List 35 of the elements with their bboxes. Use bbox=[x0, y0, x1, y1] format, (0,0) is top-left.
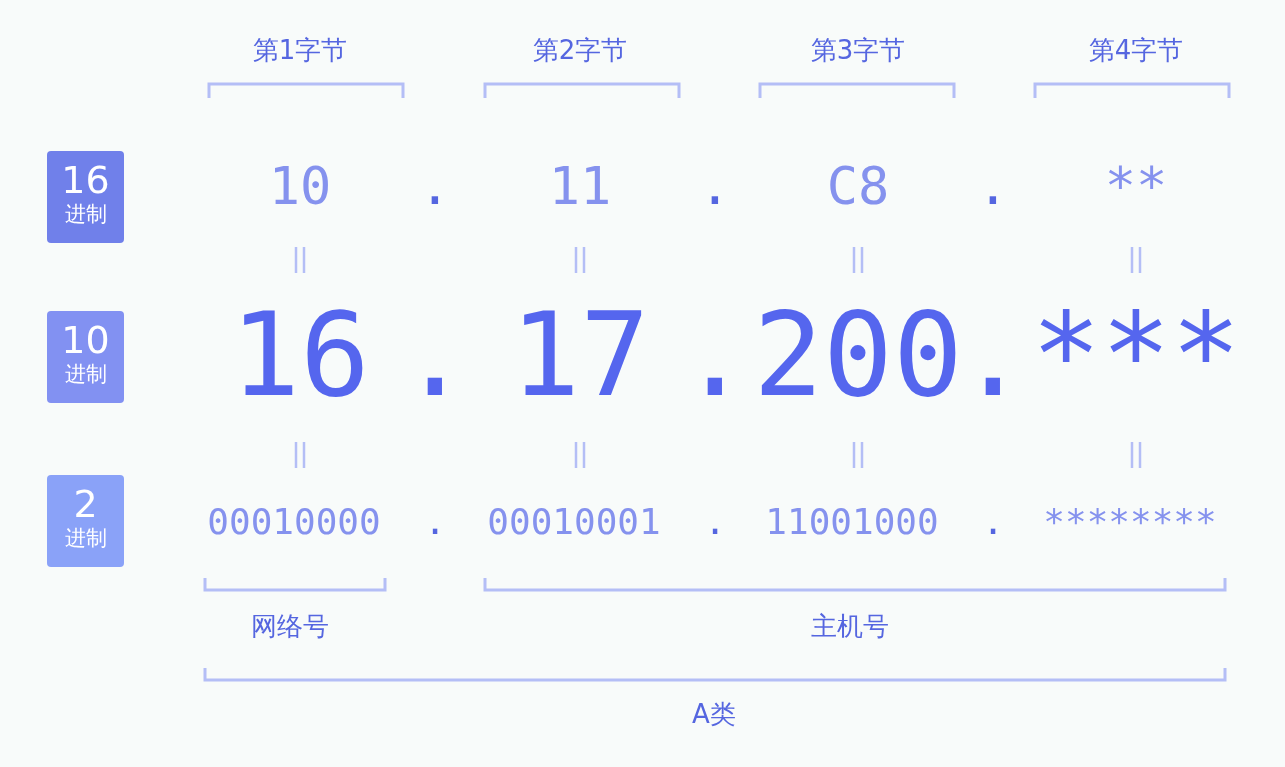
separator-dot: . bbox=[419, 160, 451, 212]
column-header: 第2字节 bbox=[532, 37, 628, 63]
badge-number: 16 bbox=[60, 161, 111, 199]
base-badge bbox=[47, 151, 124, 243]
bracket-label: 网络号 bbox=[251, 613, 329, 639]
badge-caption: 进制 bbox=[63, 364, 108, 385]
bracket-label: A类 bbox=[692, 701, 736, 727]
hex-value: 11 bbox=[548, 160, 612, 212]
decimal-value: *** bbox=[1031, 297, 1241, 413]
badge-caption: 进制 bbox=[63, 528, 108, 549]
hex-value: 10 bbox=[268, 160, 332, 212]
column-header: 第4字节 bbox=[1088, 37, 1184, 63]
badge-number: 10 bbox=[60, 321, 111, 359]
base-badge bbox=[47, 475, 124, 567]
separator-dot: . bbox=[424, 504, 446, 540]
binary-value: ******** bbox=[1043, 504, 1217, 540]
badge-caption: 进制 bbox=[63, 204, 108, 225]
separator-dot: . bbox=[699, 160, 731, 212]
base-badge bbox=[47, 311, 124, 403]
binary-value: 11001000 bbox=[765, 504, 939, 540]
binary-value: 00010000 bbox=[207, 504, 381, 540]
hex-value: C8 bbox=[826, 160, 890, 212]
hex-value: ** bbox=[1104, 160, 1168, 212]
column-header: 第1字节 bbox=[252, 37, 348, 63]
separator-dot: . bbox=[400, 297, 470, 413]
bracket-label: 主机号 bbox=[811, 613, 889, 639]
decimal-value: 17 bbox=[510, 297, 650, 413]
badge-number: 2 bbox=[72, 485, 99, 523]
column-header: 第3字节 bbox=[810, 37, 906, 63]
separator-dot: . bbox=[982, 504, 1004, 540]
decimal-value: 16 bbox=[230, 297, 370, 413]
binary-value: 00010001 bbox=[487, 504, 661, 540]
separator-dot: . bbox=[680, 297, 750, 413]
separator-dot: . bbox=[977, 160, 1009, 212]
separator-dot: . bbox=[704, 504, 726, 540]
